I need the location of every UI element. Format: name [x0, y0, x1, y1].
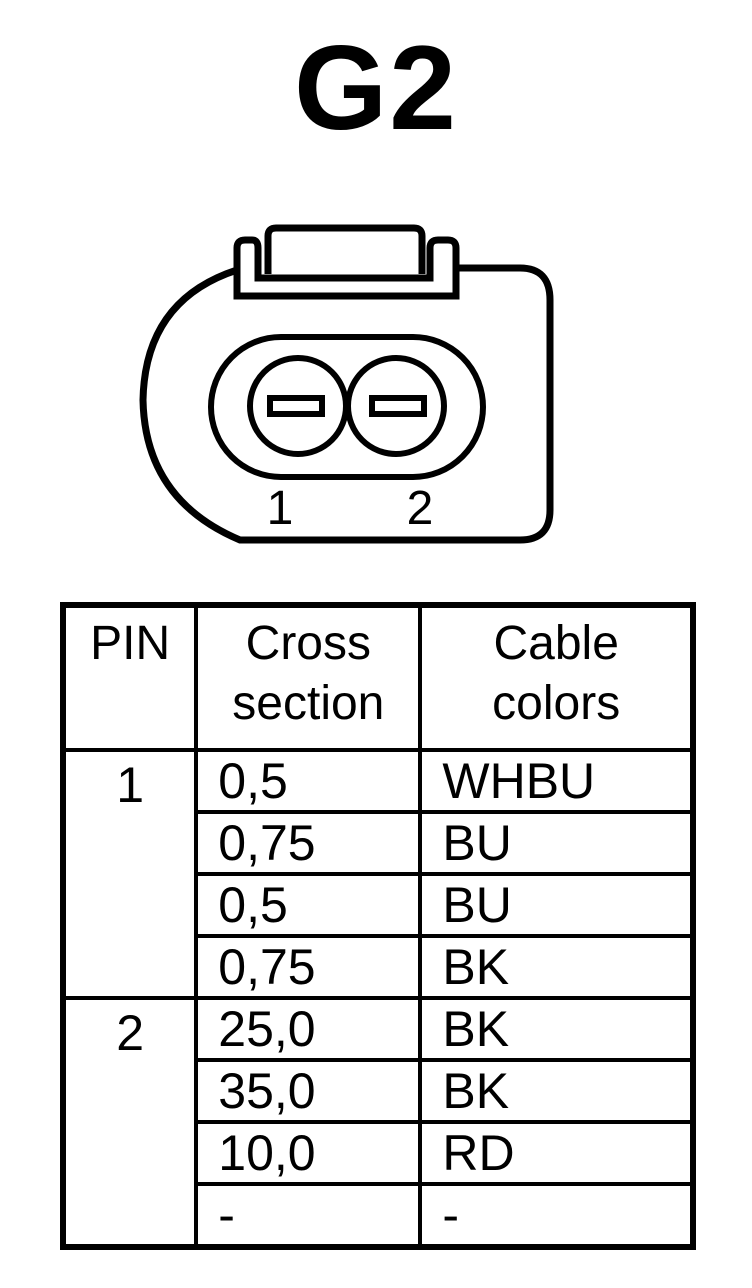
table-row: 0,5 BU — [63, 872, 695, 938]
cross-section-cell: 0,75 — [194, 934, 423, 1000]
cross-section-cell: - — [194, 1182, 423, 1249]
cross-section-cell: 10,0 — [194, 1120, 423, 1186]
cross-section-cell: 0,75 — [194, 810, 423, 876]
pin-1-terminal — [267, 395, 325, 417]
header-pin: PIN — [60, 603, 199, 752]
connector-diagram: 1 2 — [139, 224, 554, 544]
header-cable-colors: Cable colors — [418, 603, 695, 752]
connector-latch-frame — [233, 236, 460, 300]
table-row: 35,0 BK — [63, 1058, 695, 1124]
connector-housing — [139, 264, 554, 544]
cable-color-cell: - — [418, 1182, 695, 1249]
table-row: 1 0,5 WHBU — [60, 748, 695, 1000]
table-row: 0,75 BK — [63, 934, 695, 1000]
pin-socket-oval — [208, 334, 486, 480]
pin-cell: 2 — [60, 996, 199, 1249]
pin-2-label: 2 — [407, 482, 434, 535]
pin-2-circle — [345, 355, 447, 457]
cable-color-cell: RD — [418, 1120, 695, 1186]
table-row: 2 25,0 BK — [60, 996, 695, 1249]
header-cross-section: Cross section — [194, 603, 423, 752]
cable-color-cell: BK — [418, 1058, 695, 1124]
cable-color-cell: BK — [418, 934, 695, 1000]
connector-latch — [264, 224, 426, 274]
cable-color-cell: WHBU — [418, 748, 695, 814]
pin-1-label: 1 — [267, 482, 294, 535]
cable-color-cell: BU — [418, 810, 695, 876]
pin-cell: 1 — [60, 748, 199, 1000]
pin-1-circle — [247, 355, 349, 457]
cable-color-cell: BK — [418, 996, 695, 1062]
cross-section-cell: 25,0 — [194, 996, 423, 1062]
table-header-row: PIN Cross section Cable colors — [60, 603, 695, 752]
connector-title: G2 — [293, 21, 459, 155]
pin-2-terminal — [369, 395, 427, 417]
table-row: 0,75 BU — [63, 810, 695, 876]
table-row: - - — [63, 1182, 695, 1249]
cable-color-cell: BU — [418, 872, 695, 938]
cross-section-cell: 35,0 — [194, 1058, 423, 1124]
cross-section-cell: 0,5 — [194, 748, 423, 814]
table-row: 10,0 RD — [63, 1120, 695, 1186]
pin-assignment-table: PIN Cross section Cable colors 1 0,5 WHB… — [60, 602, 696, 1250]
cross-section-cell: 0,5 — [194, 872, 423, 938]
